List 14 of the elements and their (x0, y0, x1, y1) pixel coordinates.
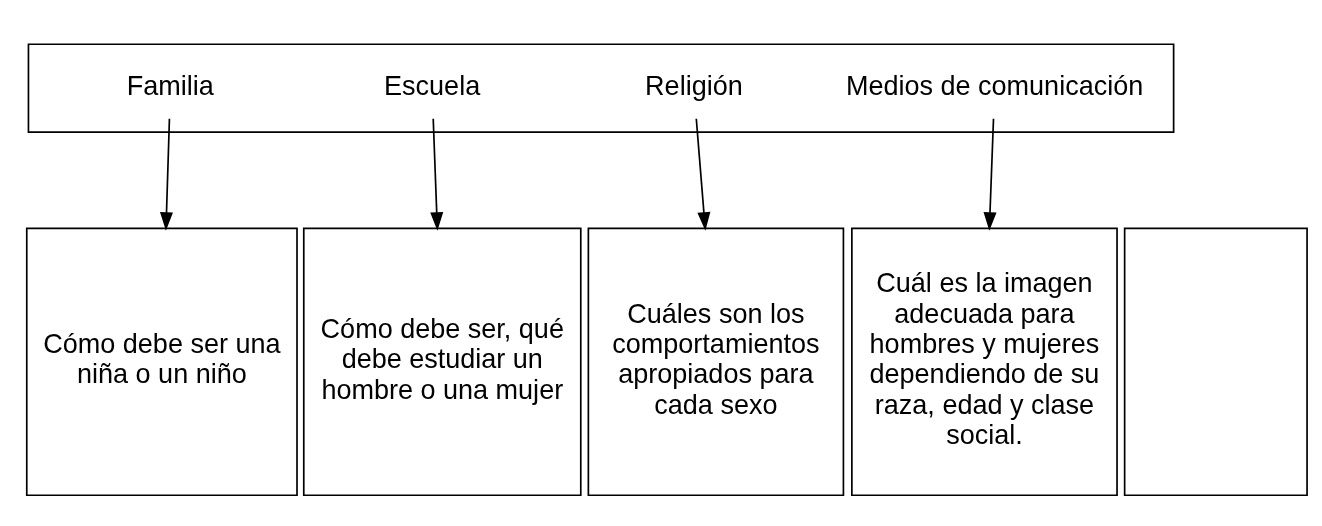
node-box (1123, 227, 1308, 497)
node-box: Cuáles son los comportamientos apropiados para cada sexo (587, 227, 845, 497)
arrow (430, 117, 444, 231)
node-box: Cómo debe ser una niña o un niño (25, 227, 298, 497)
node-text: Medios de comunicación (845, 70, 1144, 101)
node-text: Religión (645, 70, 743, 101)
node-text: Familia (126, 70, 214, 101)
node-box: Cuál es la imagen adecuada para hombres y mujeres dependiendo de su raza, edad y clase social. (851, 227, 1118, 497)
cluster (27, 43, 1175, 133)
node-box: Cómo debe ser, qué debe estudiar un hombre o una mujer (302, 227, 582, 497)
arrow (160, 117, 173, 231)
arrow (695, 117, 711, 231)
arrow (983, 117, 997, 231)
node-text: Escuela (384, 70, 481, 101)
